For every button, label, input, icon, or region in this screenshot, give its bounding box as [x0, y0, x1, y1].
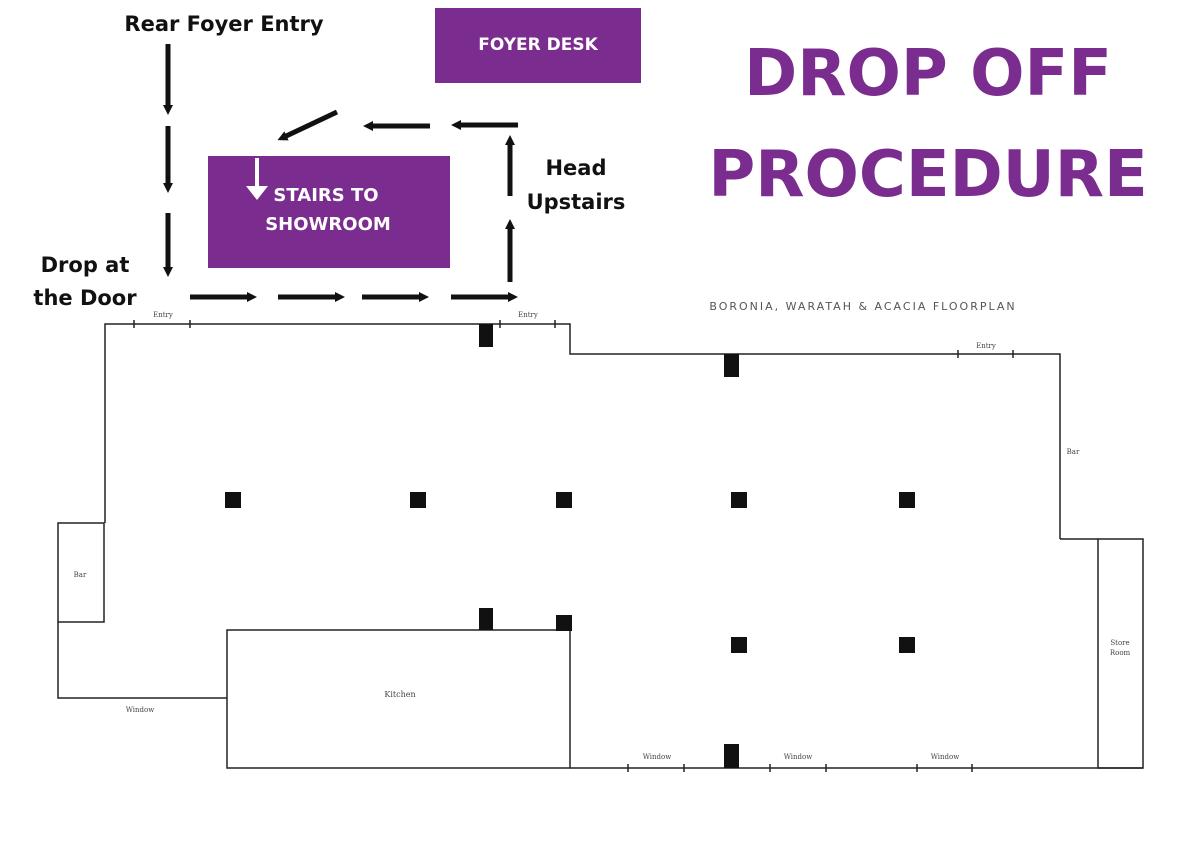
pillar — [724, 744, 739, 768]
pillar — [410, 492, 426, 508]
pillar — [225, 492, 241, 508]
window-label-3: Window — [931, 753, 960, 761]
entry-label-left: Entry — [153, 311, 173, 319]
arrow-diagonal-icon — [277, 109, 339, 141]
pillar — [731, 492, 747, 508]
floorplan-title: BORONIA, WARATAH & ACACIA FLOORPLAN — [709, 300, 1016, 313]
head-upstairs-label-line1: Head — [545, 156, 606, 180]
pillar — [724, 354, 739, 377]
stairs-label-line2: SHOWROOM — [265, 214, 391, 235]
pillar — [899, 637, 915, 653]
stairs-label-line1: STAIRS TO — [273, 185, 378, 206]
foyer-desk-label: FOYER DESK — [478, 35, 598, 55]
floorplan — [57, 320, 1144, 772]
window-label-1: Window — [643, 753, 672, 761]
drop-at-label-line1: Drop at — [41, 253, 130, 277]
entry-label-mid: Entry — [518, 311, 538, 319]
title-line2: PROCEDURE — [708, 138, 1147, 212]
pillar — [479, 608, 493, 630]
kitchen-label: Kitchen — [384, 690, 415, 699]
entry-label-right: Entry — [976, 342, 996, 350]
head-upstairs-label-line2: Upstairs — [527, 190, 626, 214]
pillars — [225, 324, 915, 768]
pillar — [479, 324, 493, 347]
bar-label-right: Bar — [1067, 448, 1080, 456]
store-room-label-line1: Store — [1110, 639, 1129, 647]
stairs-to-showroom-box — [208, 156, 450, 268]
store-room-label-line2: Room — [1110, 649, 1131, 657]
rear-foyer-entry-label: Rear Foyer Entry — [124, 12, 323, 36]
route-arrows — [163, 44, 518, 302]
pillar — [556, 492, 572, 508]
title-line1: DROP OFF — [744, 37, 1112, 111]
foyer-desk-box — [435, 8, 641, 83]
stairs-down-arrow-icon — [246, 158, 268, 200]
bar-label-left: Bar — [74, 571, 87, 579]
window-label-left: Window — [126, 706, 155, 714]
pillar — [556, 615, 572, 631]
pillar — [899, 492, 915, 508]
drop-at-label-line2: the Door — [33, 286, 137, 310]
window-label-2: Window — [784, 753, 813, 761]
pillar — [731, 637, 747, 653]
